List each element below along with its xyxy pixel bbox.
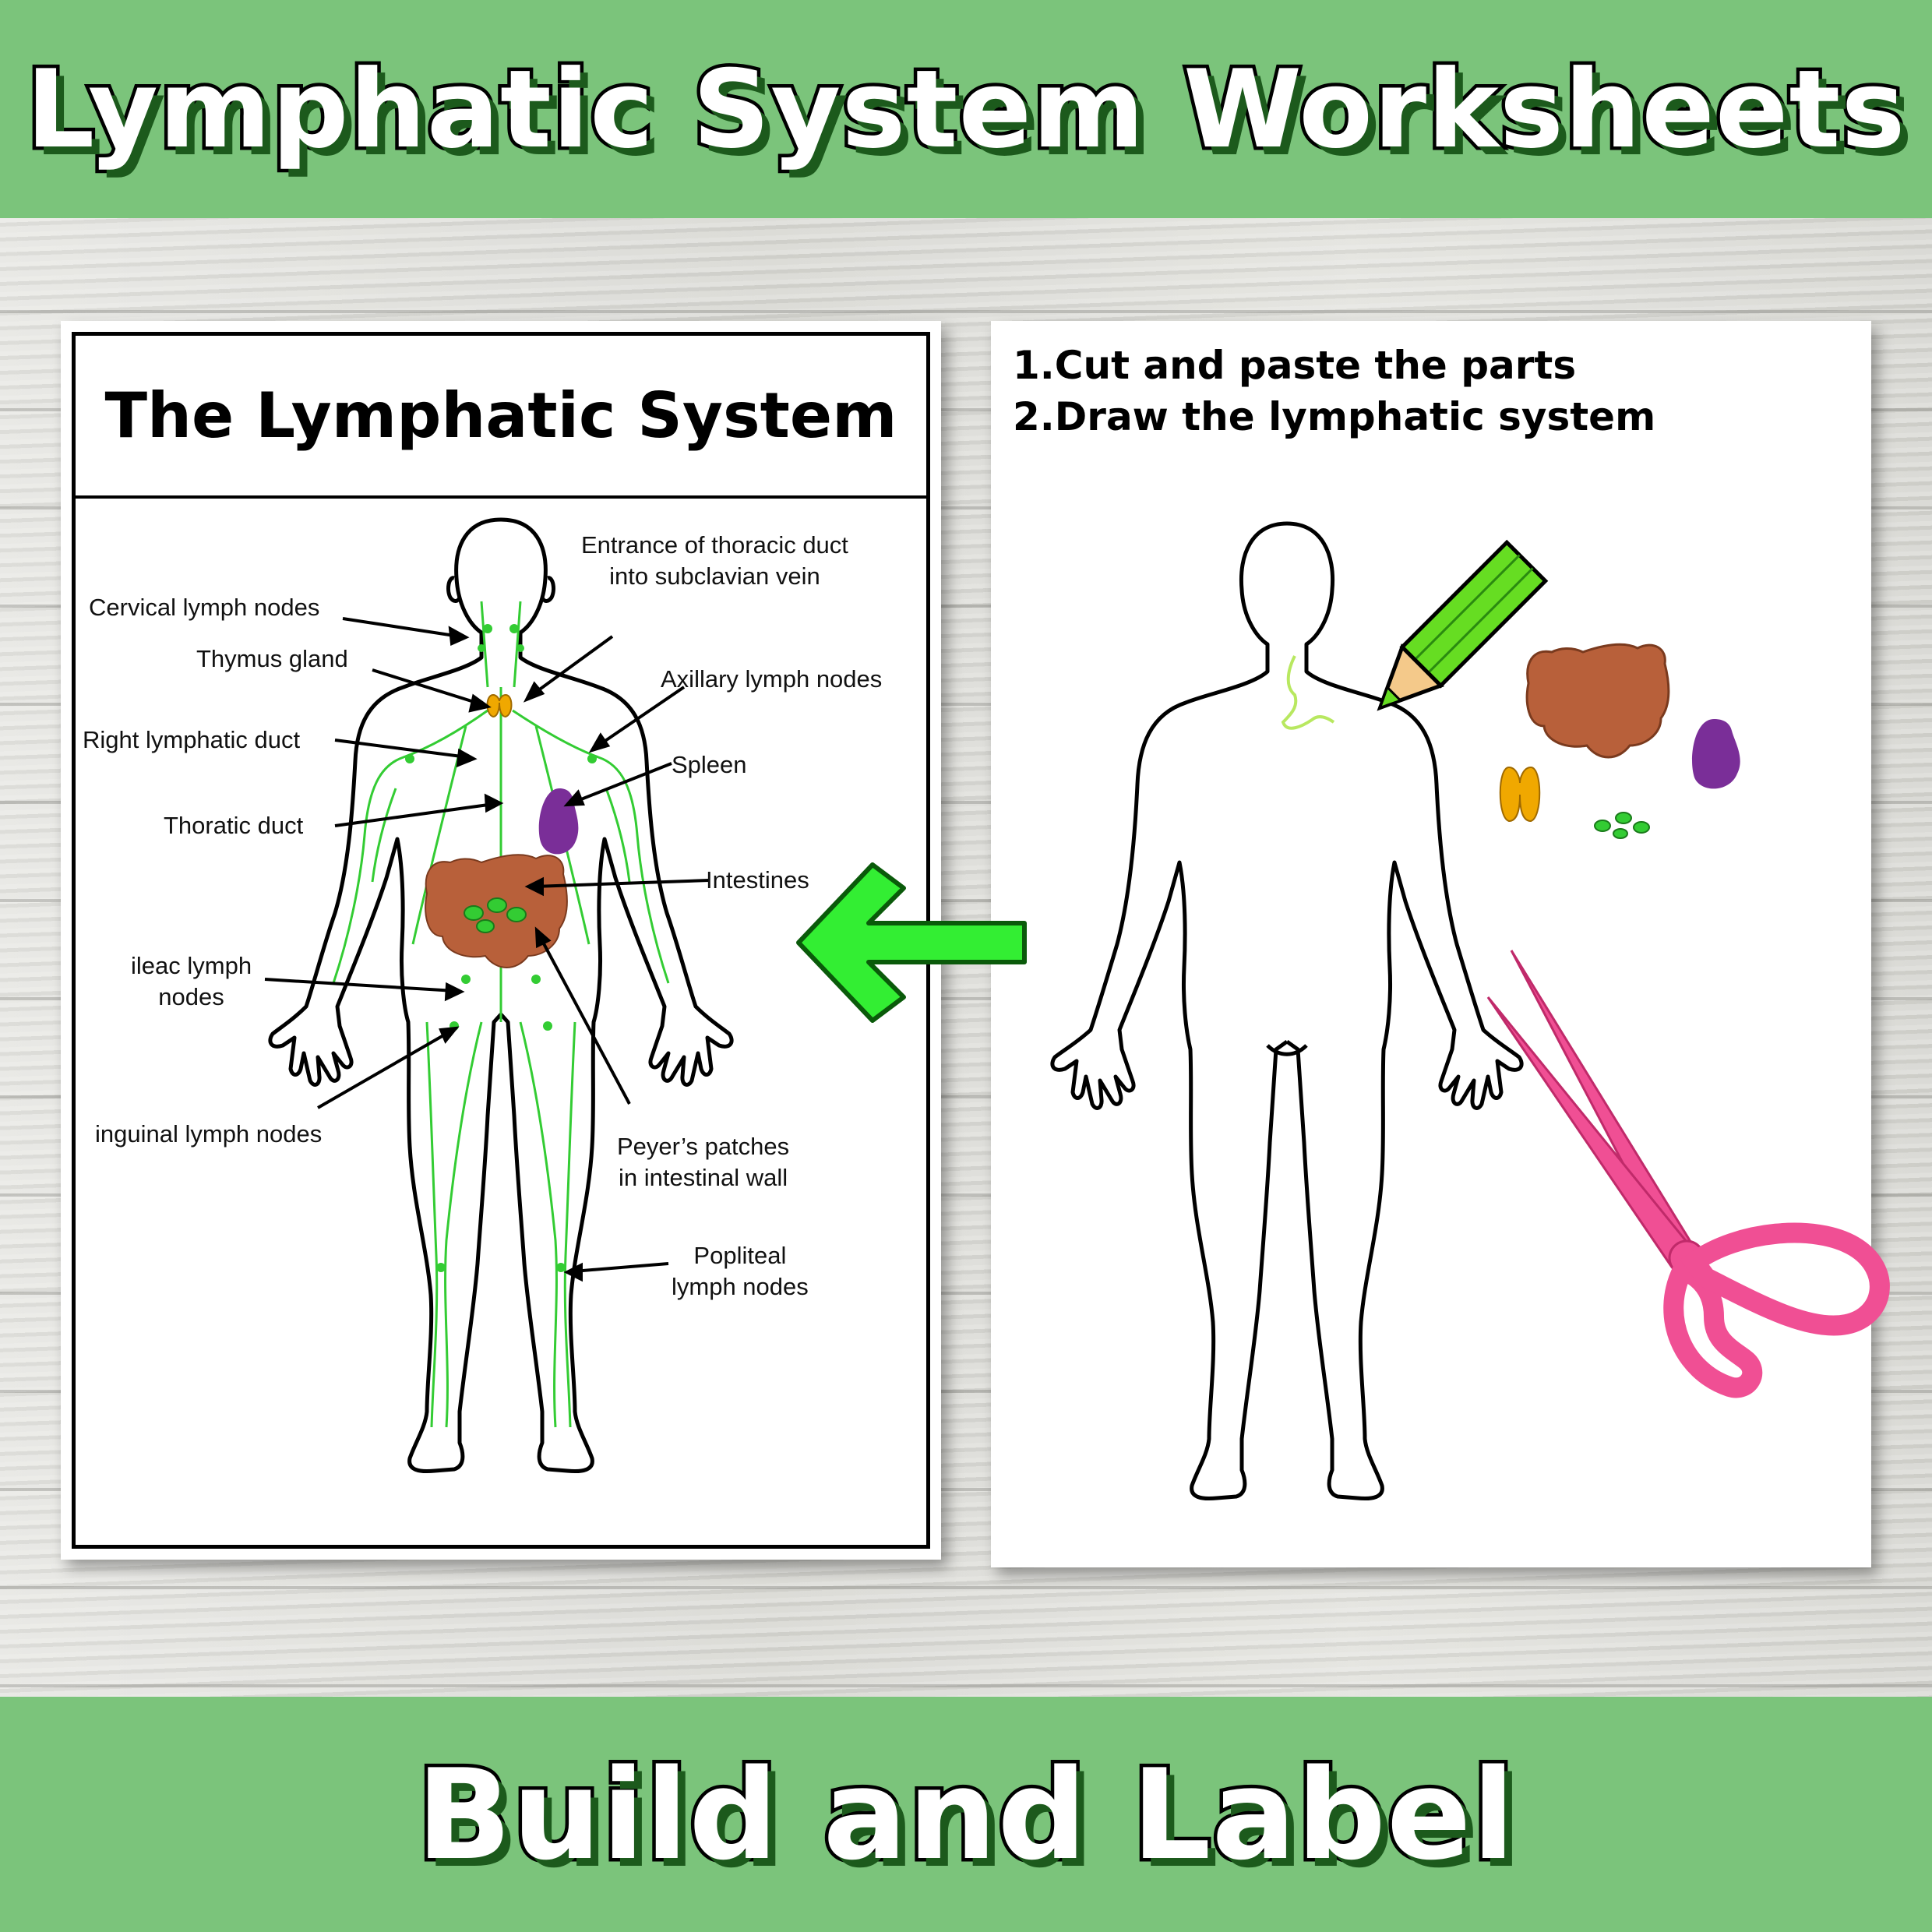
sheet-title-box: The Lymphatic System	[76, 336, 926, 499]
label-right-lymphatic-duct: Right lymphatic duct	[83, 726, 301, 753]
instruction-cut-paste: 1.Cut and paste the parts	[1013, 343, 1577, 388]
build-worksheet-sheet: 1.Cut and paste the parts 2.Draw the lym…	[991, 321, 1871, 1567]
lymph-vessels	[332, 601, 670, 1428]
scissors-icon	[1486, 950, 1890, 1398]
header-banner: Lymphatic System Worksheets	[0, 0, 1932, 218]
blank-body-outline	[1050, 521, 1524, 1501]
label-ileac-lymph-nodes: ileac lymph nodes	[131, 952, 252, 1010]
page-title: Lymphatic System Worksheets	[23, 43, 1909, 175]
cutout-peyers-patches	[1594, 812, 1650, 839]
labeled-diagram-sheet: The Lymphatic System	[61, 321, 941, 1560]
body-diagram	[264, 517, 734, 1474]
label-peyers-patches: Peyer’s patches in intestinal wall	[617, 1133, 790, 1191]
cutout-thymus	[1499, 766, 1541, 823]
body-outline	[268, 517, 734, 1474]
sheet-title: The Lymphatic System	[104, 379, 897, 452]
label-cervical-lymph-nodes: Cervical lymph nodes	[89, 594, 320, 621]
thymus-gland	[486, 693, 513, 718]
label-thoratic-duct: Thoratic duct	[164, 812, 304, 839]
arrow-left-icon	[796, 862, 1027, 1023]
cutout-intestines	[1525, 643, 1670, 759]
label-entrance-thoracic-duct: Entrance of thoracic duct into subclavia…	[581, 531, 848, 590]
pointer-arrows	[264, 617, 710, 1282]
pencil-icon	[1377, 539, 1549, 711]
label-axillary-lymph-nodes: Axillary lymph nodes	[661, 665, 883, 693]
instruction-draw: 2.Draw the lymphatic system	[1013, 394, 1656, 439]
label-spleen: Spleen	[672, 751, 747, 778]
cutout-spleen	[1692, 719, 1740, 789]
footer-banner: Build and Label	[0, 1697, 1932, 1932]
label-thymus-gland: Thymus gland	[196, 645, 348, 672]
label-popliteal-lymph-nodes: Popliteal lymph nodes	[672, 1242, 809, 1300]
page-subtitle: Build and Label	[413, 1738, 1518, 1891]
lymph-nodes	[405, 624, 597, 1272]
label-inguinal-lymph-nodes: inguinal lymph nodes	[95, 1120, 323, 1148]
peyers-patches	[464, 897, 527, 933]
label-intestines: Intestines	[706, 866, 809, 894]
